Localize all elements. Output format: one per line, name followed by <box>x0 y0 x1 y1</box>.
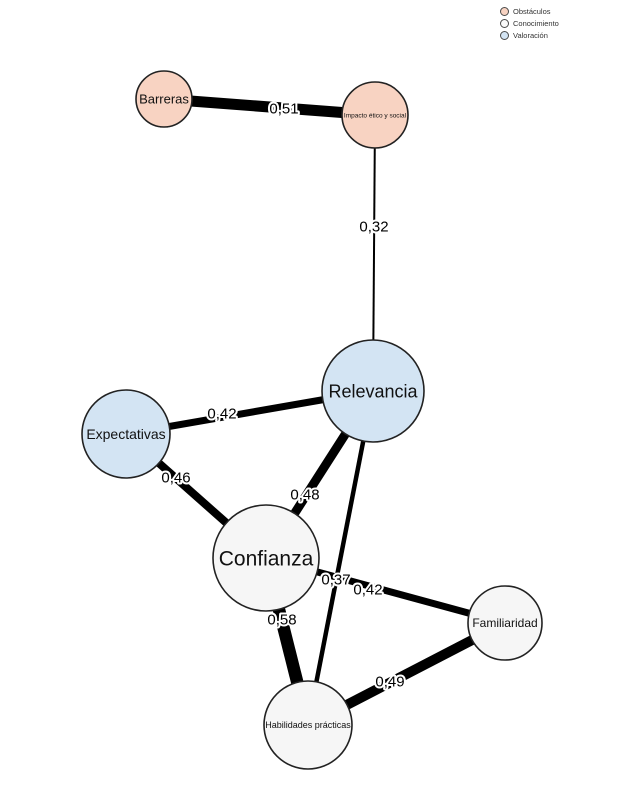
edge-weight-expectativas--confianza: 0,46 <box>161 469 190 486</box>
edge-weight-impacto-etico-y-social--relevancia: 0,32 <box>359 218 388 235</box>
legend-item-valoracion: Valoración <box>500 31 559 40</box>
node-label-impacto-etico-y-social: Impacto ético y social <box>344 112 407 119</box>
node-label-barreras: Barreras <box>139 92 189 107</box>
legend-swatch-valoracion-icon <box>500 31 509 40</box>
edge-weight-barreras--impacto-etico-y-social: 0,51 <box>269 100 298 117</box>
legend-label-valoracion: Valoración <box>513 30 548 40</box>
node-circle-habilidades-practicas[interactable] <box>263 680 353 770</box>
node-label-expectativas: Expectativas <box>86 426 165 442</box>
node-circle-barreras[interactable] <box>135 70 193 128</box>
edge-weight-confianza--familiaridad: 0,42 <box>353 581 382 598</box>
node-label-familiaridad: Familiaridad <box>472 616 537 630</box>
node-expectativas[interactable]: Expectativas <box>81 389 171 479</box>
node-circle-familiaridad[interactable] <box>467 585 543 661</box>
node-habilidades-practicas[interactable]: Habilidades prácticas <box>263 680 353 770</box>
edge-weight-habilidades-practicas--familiaridad: 0,49 <box>375 673 404 690</box>
edge-weight-expectativas--relevancia: 0,42 <box>207 405 236 422</box>
node-circle-confianza[interactable] <box>212 504 320 612</box>
legend: Obstáculos Conocimiento Valoración <box>500 7 559 40</box>
node-circle-relevancia[interactable] <box>321 339 425 443</box>
node-relevancia[interactable]: Relevancia <box>321 339 425 443</box>
edge-weight-relevancia--habilidades-practicas: 0,37 <box>321 571 350 588</box>
node-label-relevancia: Relevancia <box>328 381 418 401</box>
legend-swatch-conocimiento-icon <box>500 19 509 28</box>
node-barreras[interactable]: Barreras <box>135 70 193 128</box>
edge-relevancia--habilidades-practicas <box>305 390 376 726</box>
legend-swatch-obstaculos-icon <box>500 7 509 16</box>
node-familiaridad[interactable]: Familiaridad <box>467 585 543 661</box>
legend-item-conocimiento: Conocimiento <box>500 19 559 28</box>
legend-label-conocimiento: Conocimiento <box>513 18 559 28</box>
edge-weight-confianza--habilidades-practicas: 0,58 <box>267 611 296 628</box>
legend-label-obstaculos: Obstáculos <box>513 6 551 16</box>
node-label-confianza: Confianza <box>219 547 314 570</box>
edge-weight-relevancia--confianza: 0,48 <box>290 486 319 503</box>
node-label-habilidades-practicas: Habilidades prácticas <box>265 720 351 730</box>
node-impacto-etico-y-social[interactable]: Impacto ético y social <box>341 81 409 149</box>
node-confianza[interactable]: Confianza <box>212 504 320 612</box>
edge-barreras--impacto-etico-y-social <box>163 93 376 121</box>
node-circle-impacto-etico-y-social[interactable] <box>341 81 409 149</box>
node-circle-expectativas[interactable] <box>81 389 171 479</box>
legend-item-obstaculos: Obstáculos <box>500 7 559 16</box>
